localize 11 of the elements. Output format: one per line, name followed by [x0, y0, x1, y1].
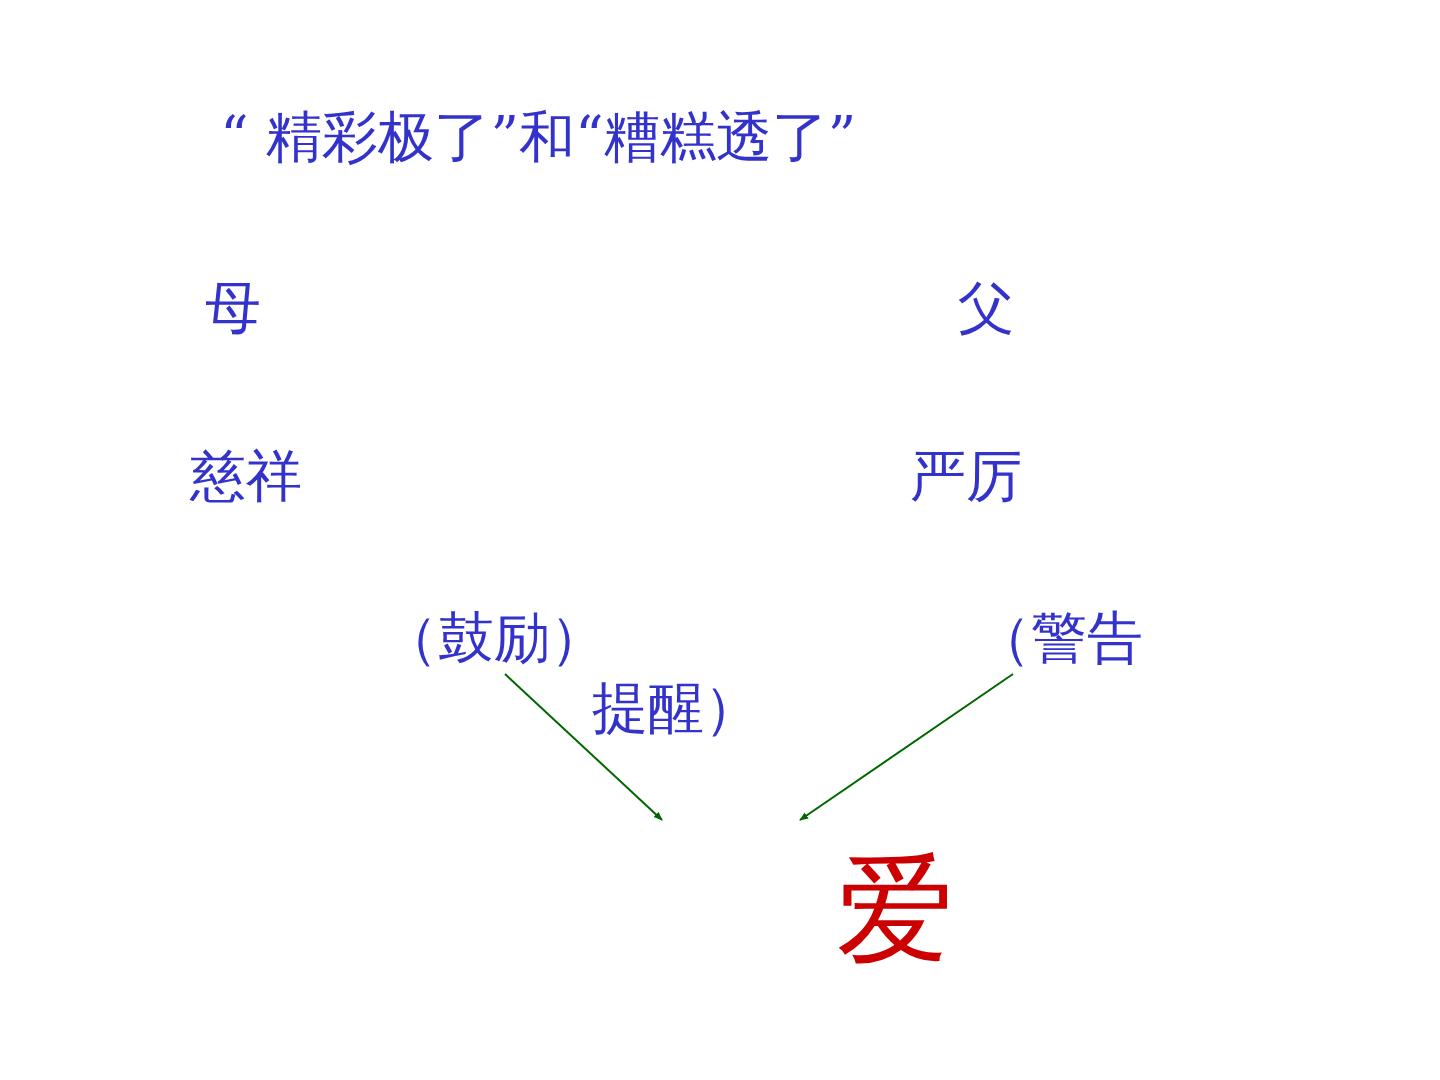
word-label: 慈祥	[190, 444, 302, 508]
word-label: （鼓励）	[382, 606, 606, 670]
word-label: 爱	[836, 846, 954, 972]
arrow	[504, 673, 663, 821]
word-label: 母	[205, 276, 261, 340]
title: “ 精彩极了”和“糟糕透了”	[220, 105, 857, 169]
word-label: 严厉	[910, 444, 1022, 508]
word-label: 父	[958, 276, 1014, 340]
word-label: （警告	[975, 606, 1143, 670]
arrow	[799, 673, 1014, 821]
word-label: 提醒）	[592, 676, 760, 740]
